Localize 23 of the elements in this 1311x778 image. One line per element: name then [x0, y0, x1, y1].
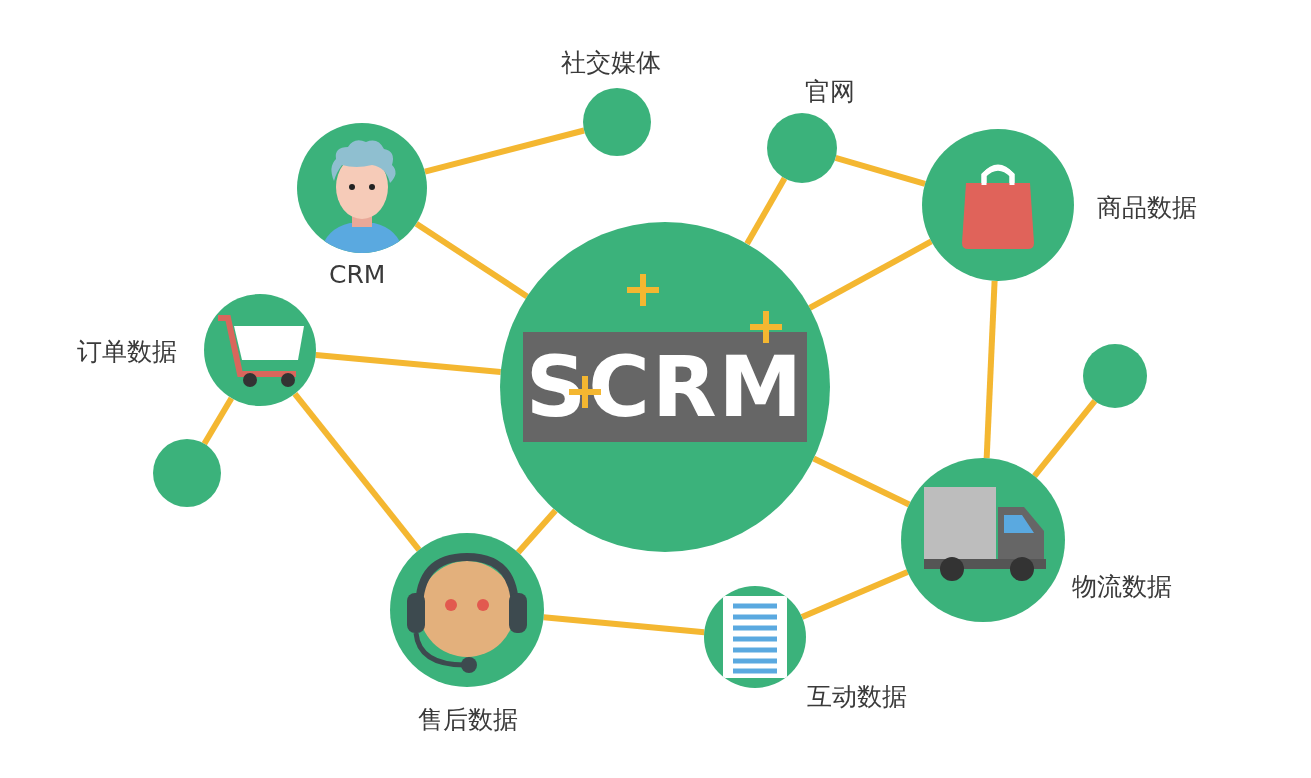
connector-line: [292, 391, 422, 552]
node-label: 官网: [805, 77, 855, 107]
connector-line: [424, 127, 585, 175]
connector-line: [834, 154, 926, 187]
connector-line: [808, 238, 933, 311]
node-label: 社交媒体: [561, 48, 661, 78]
connector-line: [800, 569, 909, 620]
connector-line: [201, 396, 234, 446]
node-label: 订单数据: [77, 337, 177, 367]
title-banner: SCRM: [523, 332, 807, 442]
connector-line: [543, 614, 705, 636]
node-label: 物流数据: [1072, 572, 1172, 602]
node-label: CRM: [329, 260, 386, 290]
connector-line: [812, 455, 911, 508]
node-label: 售后数据: [418, 705, 518, 735]
node-label: 商品数据: [1097, 193, 1197, 223]
connector-line: [515, 508, 558, 555]
connector-line: [983, 280, 998, 459]
connector-line: [414, 221, 529, 299]
node-label: 互动数据: [807, 682, 907, 712]
connector-line: [315, 352, 501, 375]
connector-line: [1032, 399, 1098, 478]
connector-line: [744, 176, 788, 246]
